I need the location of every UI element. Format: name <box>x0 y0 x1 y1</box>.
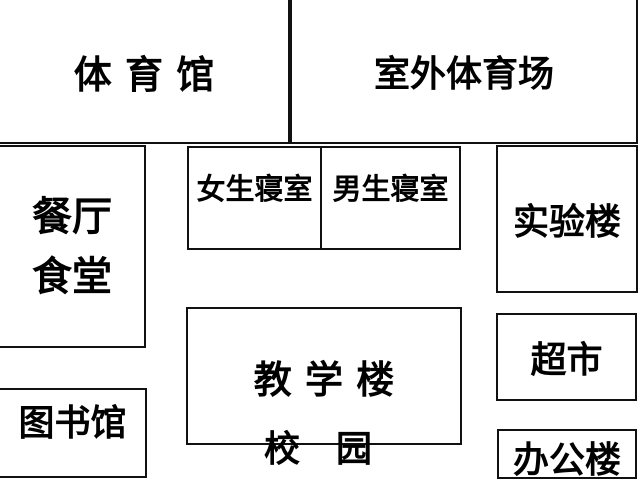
teaching-building: 教 学 楼 <box>186 307 462 445</box>
library: 图书馆 <box>0 388 147 478</box>
canteen-label-2: 食堂 <box>32 253 112 300</box>
gym: 体 育 馆 <box>0 0 290 144</box>
supermarket: 超市 <box>496 313 637 401</box>
office-building: 办公楼 <box>497 429 637 481</box>
boys-dorm: 男生寝室 <box>320 146 461 250</box>
canteen: 餐厅 食堂 <box>0 145 146 348</box>
campus-label: 校 园 <box>264 429 373 470</box>
lab-building: 实验楼 <box>496 145 638 293</box>
girls-dorm: 女生寝室 <box>187 146 322 250</box>
canteen-label-1: 餐厅 <box>32 193 112 240</box>
outdoor-stadium: 室外体育场 <box>290 0 638 144</box>
